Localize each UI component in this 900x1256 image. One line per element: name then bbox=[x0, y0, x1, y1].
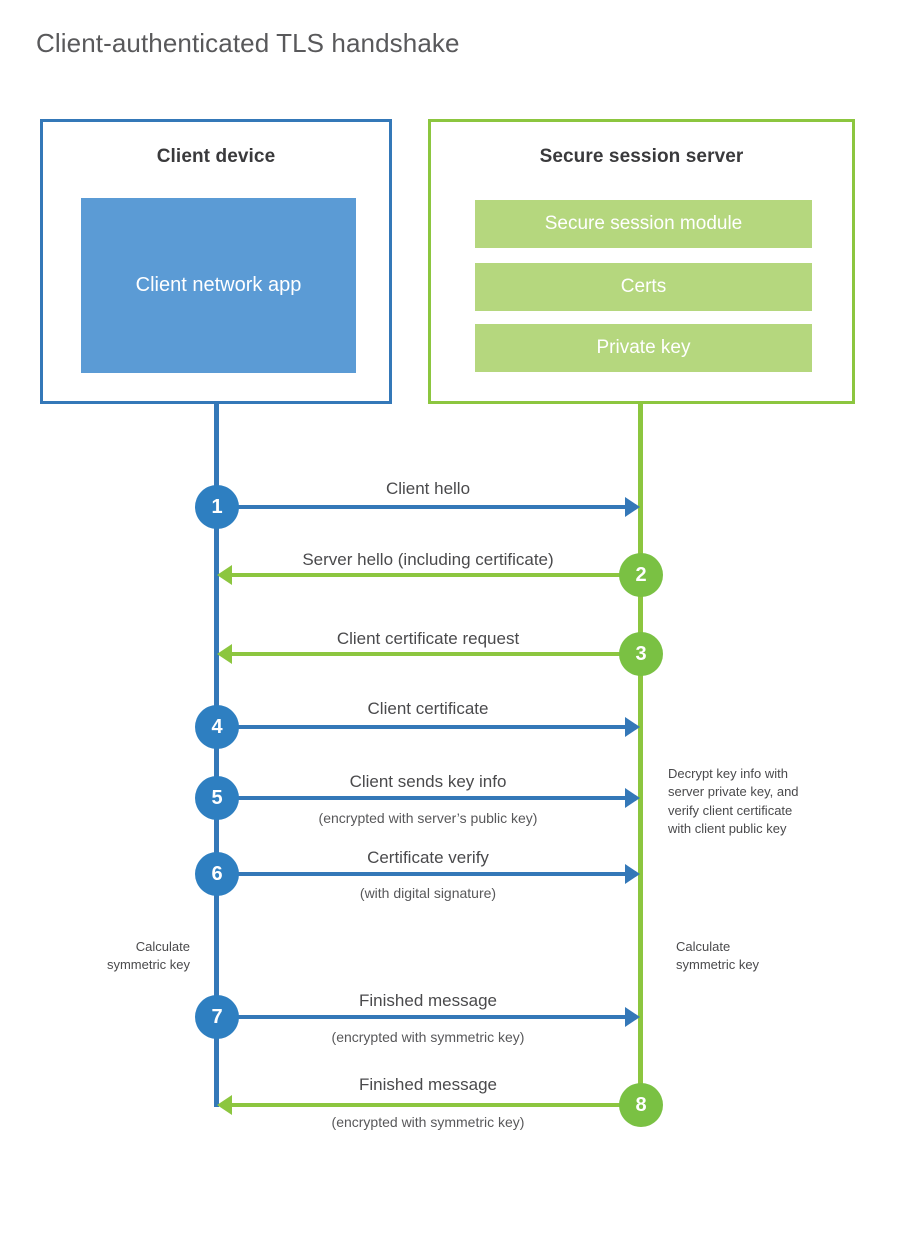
step-4-badge: 4 bbox=[195, 705, 239, 749]
secure-session-server-box: Secure session server Secure session mod… bbox=[428, 119, 855, 404]
client-calculate-symmetric-key-note: Calculate symmetric key bbox=[0, 938, 190, 975]
step-8-label: Finished message bbox=[359, 1075, 497, 1094]
step-7-badge: 7 bbox=[195, 995, 239, 1039]
arrowhead-right-icon bbox=[625, 717, 640, 737]
server-decrypt-note-line-2: server private key, and bbox=[668, 784, 799, 800]
step-5-label: Client sends key info bbox=[349, 772, 507, 791]
client-calculate-note-line-2: symmetric key bbox=[106, 957, 190, 973]
step-7-label: Finished message bbox=[359, 991, 497, 1010]
step-3-label: Client certificate request bbox=[336, 629, 520, 648]
step-5-badge: 5 bbox=[195, 776, 239, 820]
step-4-label: Client certificate bbox=[367, 699, 489, 718]
page-title: Client-authenticated TLS handshake bbox=[36, 28, 460, 58]
step-1-arrow bbox=[217, 497, 640, 517]
step-2-arrow bbox=[217, 565, 640, 585]
server-decrypt-note: Decrypt key info with server private key… bbox=[668, 765, 878, 839]
arrowhead-left-icon bbox=[217, 644, 232, 664]
step-2-badge: 2 bbox=[619, 553, 663, 597]
arrowhead-right-icon bbox=[625, 864, 640, 884]
step-8-badge: 8 bbox=[619, 1083, 663, 1127]
server-decrypt-note-line-4: with client public key bbox=[668, 821, 787, 837]
step-3-badge: 3 bbox=[619, 632, 663, 676]
step-6-label: Certificate verify bbox=[367, 848, 489, 867]
step-7-sublabel: (encrypted with symmetric key) bbox=[331, 1029, 525, 1045]
arrowhead-right-icon bbox=[625, 497, 640, 517]
step-5-sublabel: (encrypted with server’s public key) bbox=[318, 810, 538, 826]
step-6-badge: 6 bbox=[195, 852, 239, 896]
client-calculate-note-line-1: Calculate bbox=[135, 939, 190, 954]
arrowhead-right-icon bbox=[625, 1007, 640, 1027]
arrowhead-left-icon bbox=[217, 1095, 232, 1115]
step-8-sublabel: (encrypted with symmetric key) bbox=[331, 1114, 525, 1130]
arrowhead-right-icon bbox=[625, 788, 640, 808]
client-network-app-block: Client network app bbox=[81, 198, 356, 373]
client-device-box: Client device Client network app bbox=[40, 119, 392, 404]
client-lifeline bbox=[214, 404, 219, 1107]
step-6-arrow bbox=[217, 864, 640, 884]
step-6-sublabel: (with digital signature) bbox=[359, 885, 497, 901]
step-3-arrow bbox=[217, 644, 640, 664]
step-2-label: Server hello (including certificate) bbox=[302, 550, 554, 569]
step-4-arrow bbox=[217, 717, 640, 737]
secure-session-server-title: Secure session server bbox=[539, 146, 744, 167]
server-module-private-key: Private key bbox=[475, 324, 812, 372]
step-1-label: Client hello bbox=[385, 479, 471, 498]
server-module-certs: Certs bbox=[475, 263, 812, 311]
step-8-arrow bbox=[217, 1095, 640, 1115]
server-calculate-note-line-2: symmetric key bbox=[676, 957, 760, 973]
server-calculate-symmetric-key-note: Calculate symmetric key bbox=[676, 938, 876, 975]
step-5-arrow bbox=[217, 788, 640, 808]
server-module-secure-session-module: Secure session module bbox=[475, 200, 812, 248]
server-decrypt-note-line-3: verify client certificate bbox=[668, 802, 793, 818]
server-decrypt-note-line-1: Decrypt key info with bbox=[668, 766, 788, 781]
server-calculate-note-line-1: Calculate bbox=[676, 939, 731, 954]
server-lifeline bbox=[638, 404, 643, 1107]
arrowhead-left-icon bbox=[217, 565, 232, 585]
client-device-title: Client device bbox=[156, 146, 276, 167]
step-1-badge: 1 bbox=[195, 485, 239, 529]
step-7-arrow bbox=[217, 1007, 640, 1027]
